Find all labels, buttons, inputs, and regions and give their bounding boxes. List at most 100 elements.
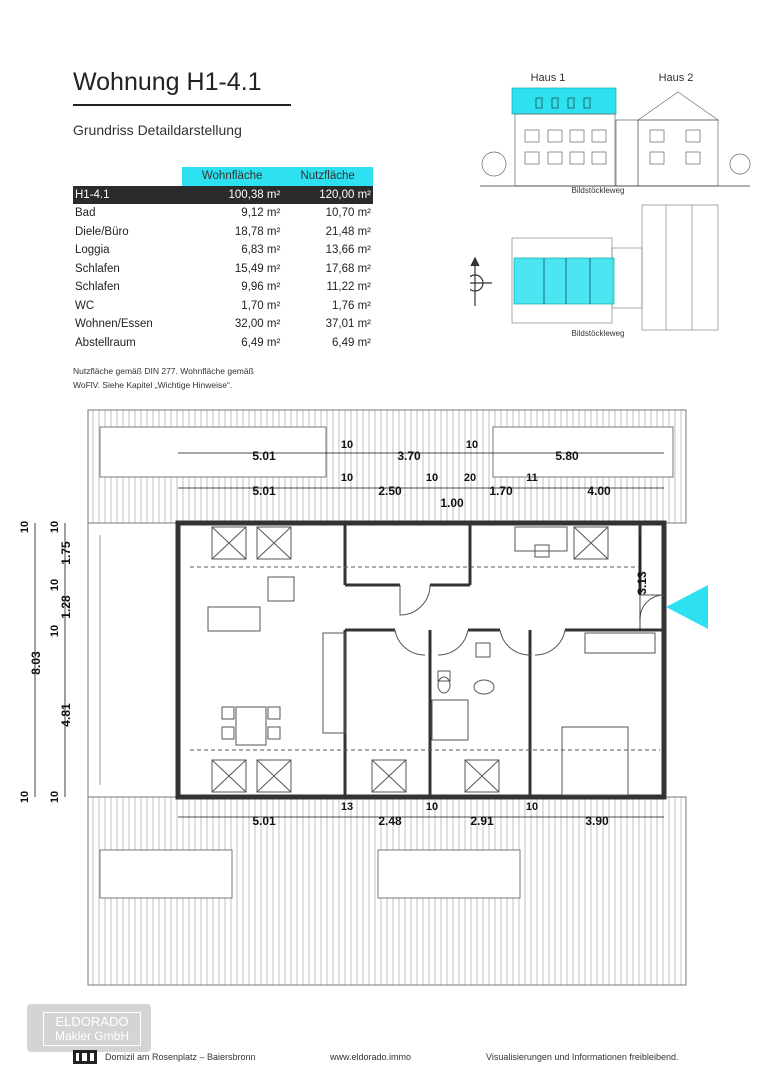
skylight-bottom-right [377,849,521,899]
room-wohn: 18,78 m² [234,225,281,238]
north-arrow-icon [470,256,492,306]
page-subtitle: Grundriss Detaildarstellung [73,122,242,138]
street-label-elevation: Bildstöckleweg [572,186,625,195]
dim-top2-f: 1.70 [489,484,513,498]
room-nutz: 1,76 m² [332,299,371,312]
dim-top2-b: 10 [341,472,353,484]
dim-top2-d: 10 [426,472,438,484]
dim-top2-sub: 1.00 [440,496,464,510]
dim-bottom-g: 3.90 [585,814,609,828]
table-row: Schlafen 9,96 m² 11,22 m² [73,278,373,297]
room-nutz: 10,70 m² [325,207,371,220]
area-table-total-row: H1-4.1 100,38 m² 120,00 m² [73,185,373,204]
room-wohn: 1,70 m² [241,299,281,312]
entrance-arrow-icon [666,585,708,629]
room-name: Diele/Büro [75,225,129,238]
total-wohn: 100,38 m² [182,185,283,204]
room-name: Wohnen/Essen [75,318,153,331]
table-row: Abstellraum 6,49 m² 6,49 m² [73,334,373,353]
room-wohn: 32,00 m² [234,318,281,331]
room-nutz: 17,68 m² [325,262,371,275]
dim-left-inner-d: 1.28 [59,595,73,619]
footer-project: Domizil am Rosenplatz – Baiersbronn [105,1052,256,1062]
dim-bottom-e: 2.91 [470,814,494,828]
area-table: Wohnfläche Nutzfläche H1-4.1 100,38 m² 1… [73,167,373,352]
logo-line-1: ELDORADO [55,1014,129,1029]
room-wohn: 9,96 m² [241,281,281,294]
dim-left-outer-b: 8.03 [29,651,43,675]
dim-top1-c: 3.70 [397,449,421,463]
room-nutz: 11,22 m² [326,281,371,294]
dim-top1-e: 5.80 [555,449,579,463]
skylight-top-right [492,426,674,478]
area-footnote: Nutzfläche gemäß DIN 277. Wohnfläche gem… [73,364,283,392]
dim-left-inner-f: 4.81 [59,703,73,727]
page-title: Wohnung H1-4.1 [73,68,262,96]
room-name: WC [75,299,95,312]
table-row: Loggia 6,83 m² 13,66 m² [73,241,373,260]
street-label-site: Bildstöckleweg [572,329,625,338]
dim-bottom-a: 5.01 [252,814,276,828]
room-wohn: 6,49 m² [241,336,281,349]
header-wohnflaeche: Wohnfläche [182,167,283,186]
skylight-bottom-left [99,849,233,899]
dim-bottom-f: 10 [526,801,538,813]
furniture [207,526,656,796]
header-nutzflaeche: Nutzfläche [282,167,373,186]
haus2-label: Haus 2 [659,72,694,84]
title-underline [73,104,291,106]
room-name: Loggia [75,244,110,257]
loggia [87,522,179,798]
key-plan: Haus 1 Haus 2 Bildstöckleweg Bildstöckle… [470,72,751,338]
room-wohn: 6,83 m² [241,244,281,257]
total-name: H1-4.1 [73,185,182,204]
room-name: Schlafen [75,281,120,294]
footnote-line-1: Nutzfläche gemäß DIN 277. Wohnfläche gem… [73,366,254,376]
haus1-label: Haus 1 [531,72,566,84]
room-wohn: 15,49 m² [234,262,281,275]
table-row: WC 1,70 m² 1,76 m² [73,297,373,316]
dim-bottom-b: 13 [341,801,353,813]
room-nutz: 13,66 m² [325,244,371,257]
floor-plan: 5.01 10 3.70 10 5.80 5.01 10 2.50 10 20 … [19,409,708,986]
roof-windows [211,526,609,793]
dim-right-inner: 3.13 [635,571,649,595]
dim-left-outer-c: 10 [19,791,31,803]
brand-icon [73,1050,97,1064]
skylight-top-left [99,426,327,478]
footer-disclaimer: Visualisierungen und Informationen freib… [486,1052,679,1062]
elevation-drawing [480,87,751,187]
company-logo: ELDORADO Makler GmbH [27,1004,151,1052]
door-swings [394,584,665,656]
room-wohn: 9,12 m² [241,207,281,220]
dimension-lines [34,452,664,818]
footnote-line-2: WoFlV. Siehe Kapitel „Wichtige Hinweise“… [73,380,233,390]
room-name: Bad [75,207,96,220]
dim-left-inner-a: 10 [49,521,61,533]
area-table-header: Wohnfläche Nutzfläche [73,167,373,186]
total-nutz: 120,00 m² [282,185,373,204]
dim-top2-c: 2.50 [378,484,402,498]
dim-left-inner-c: 10 [49,579,61,591]
room-name: Abstellraum [75,336,136,349]
room-nutz: 21,48 m² [325,225,371,238]
dim-left-inner-b: 1.75 [59,541,73,565]
site-plan-drawing [511,204,719,331]
dim-bottom-c: 2.48 [378,814,402,828]
footer-website[interactable]: www.eldorado.immo [330,1052,412,1062]
room-nutz: 6,49 m² [332,336,371,349]
table-row: Bad 9,12 m² 10,70 m² [73,204,373,223]
dim-left-inner-e: 10 [49,625,61,637]
dim-top1-a: 5.01 [252,449,276,463]
dim-left-inner-g: 10 [49,791,61,803]
table-row: Schlafen 15,49 m² 17,68 m² [73,260,373,279]
dim-top2-h: 4.00 [587,484,611,498]
apartment-outline [175,520,667,800]
room-name: Schlafen [75,262,120,275]
room-nutz: 37,01 m² [325,318,371,331]
table-row: Wohnen/Essen 32,00 m² 37,01 m² [73,315,373,334]
table-row: Diele/Büro 18,78 m² 21,48 m² [73,223,373,242]
dim-left-outer-a: 10 [19,521,31,533]
dim-bottom-d: 10 [426,801,438,813]
dim-top2-e: 20 [464,472,476,484]
